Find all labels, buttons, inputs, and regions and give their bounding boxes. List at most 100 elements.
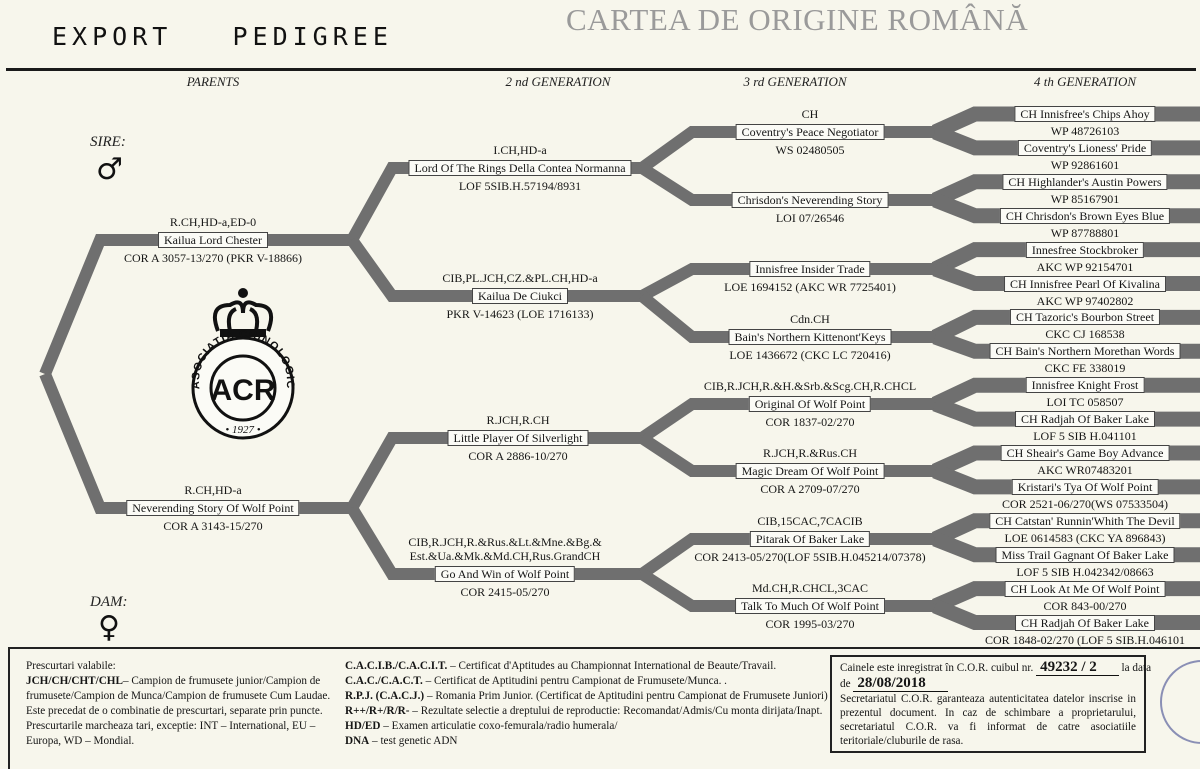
gen4-registration: AKC WR07483201 [1037, 463, 1133, 477]
gen3-name: Talk To Much Of Wolf Point [735, 598, 885, 614]
legend-definition: Prescurtarile marcheaza tari, exceptie: … [26, 720, 316, 732]
gen3-titles: R.JCH,R.&Rus.CH [762, 446, 858, 460]
legend-term: DNA [345, 735, 370, 747]
gen2-registration: LOF 5SIB.H.57194/8931 [458, 179, 582, 193]
gen4-registration: LOI TC 058507 [1046, 395, 1124, 410]
gen3-registration: COR 1837-02/270 [765, 415, 855, 429]
gen3-name: Coventry's Peace Negotiator [735, 124, 885, 140]
legend-line: HD/ED – Examen articulatie coxo-femurala… [345, 719, 617, 734]
legend-term: R++/R+/R/R- [345, 705, 410, 717]
male-symbol-icon: ♂ [96, 152, 123, 187]
gen4-name: CH Radjah Of Baker Lake [1015, 614, 1155, 631]
gen4-name: CH Sheair's Game Boy Advance [1000, 445, 1170, 461]
gen4-registration: AKC WP 97402802 [1036, 293, 1134, 308]
legend-definition: – Certificat d'Aptitudes au Championnat … [447, 660, 777, 672]
legend-line: Europa, WD – Mondial. [26, 734, 134, 749]
gen2-name: Little Player Of Silverlight [447, 430, 589, 446]
gen4-name: Innesfree Stockbroker [1025, 241, 1145, 258]
legend-definition: frumusete/Campion de Munca/Campion de fr… [26, 690, 331, 702]
abbrev-title: Prescurtari valabile: [26, 660, 116, 672]
gen3-registration: LOE 1436672 (CKC LC 720416) [729, 348, 891, 362]
gen4-name: Innisfree Knight Frost [1025, 377, 1145, 394]
gen2-name: Kailua De Ciukci [472, 288, 568, 304]
legend-line: DNA – test genetic ADN [345, 734, 458, 749]
legend-line: C.A.C./C.A.C.T. – Certificat de Aptitudi… [345, 674, 727, 689]
legend-definition: Europa, WD – Mondial. [26, 735, 135, 747]
gen4-name: CH Tazoric's Bourbon Street [1009, 309, 1161, 326]
gen3-registration: COR 1995-03/270 [765, 617, 855, 631]
parent-name: Neverending Story Of Wolf Point [126, 500, 300, 516]
gen3-registration: COR A 2709-07/270 [760, 482, 860, 496]
legend-definition: – Certificat de Aptitudini pentru Campio… [422, 675, 727, 687]
gen2-titles: I.CH,HD-a [493, 143, 547, 157]
legend-term: JCH/CH/CHT/CHL [26, 675, 123, 687]
sire-label: SIRE: [90, 134, 126, 150]
parent-registration: COR A 3057-13/270 (PKR V-18866) [123, 251, 303, 265]
gen4-name: Miss Trail Gagnant Of Baker Lake [995, 546, 1175, 563]
legend-line: R.P.J. (C.A.C.J.) – Romania Prim Junior.… [345, 689, 828, 704]
gen3-registration: COR 2413-05/270(LOF 5SIB.H.045214/07378) [694, 550, 926, 564]
gen2-titles: CIB,PL.JCH,CZ.&PL.CH,HD-a [442, 271, 598, 285]
legend-line: Este precedat de o combinatie de prescur… [26, 704, 323, 719]
gen3-titles: CH [801, 107, 819, 121]
legend-term: C.A.C./C.A.C.T. [345, 675, 423, 687]
gen4-registration: COR 843-00/270 [1043, 598, 1127, 613]
logo-year: • 1927 • [225, 424, 260, 436]
legend-term: C.A.C.I.B./C.A.C.I.T. [345, 660, 448, 672]
gen2-name: Go And Win of Wolf Point [434, 566, 576, 582]
legend-line: JCH/CH/CHT/CHL– Campion de frumusete jun… [26, 674, 320, 689]
gen4-registration: WP 87788801 [1050, 225, 1120, 240]
gen2-registration: COR A 2886-10/270 [468, 449, 568, 463]
legend-definition: – Campion de frumusete junior/Campion de [122, 675, 321, 687]
gen4-name: CH Innisfree Pearl Of Kivalina [1004, 275, 1166, 292]
gen4-name: CH Catstan' Runnin'Whith The Devil [989, 512, 1181, 529]
dam-label: DAM: [90, 594, 128, 610]
gen4-name: CH Highlander's Austin Powers [1002, 173, 1168, 190]
gen4-registration: LOE 0614583 (CKC YA 896843) [1004, 530, 1166, 545]
legend-term: R.P.J. (C.A.C.J.) [345, 690, 425, 702]
gen4-name: CH Look At Me Of Wolf Point [1004, 580, 1166, 597]
legend-definition: – Examen articulatie coxo-femurala/radio… [380, 720, 618, 732]
legend-definition: – Rezultate selectie a dreptului de repr… [409, 705, 823, 717]
gen3-name: Innisfree Insider Trade [749, 261, 871, 277]
gen4-name: CH Innisfree's Chips Ahoy [1014, 106, 1156, 122]
gen4-name: CH Chrisdon's Brown Eyes Blue [999, 207, 1171, 224]
gen3-titles: CIB,R.JCH,R.&H.&Srb.&Scg.CH,R.CHCL [703, 379, 917, 393]
legend-term: HD/ED [345, 720, 381, 732]
header-divider [6, 68, 1196, 71]
gen2-titles: R.JCH,R.CH [486, 413, 550, 427]
document-title: EXPORT PEDIGREE [52, 22, 393, 51]
gen3-name: Magic Dream Of Wolf Point [735, 463, 885, 479]
gen3-titles: Md.CH,R.CHCL,3CAC [751, 581, 869, 595]
gen4-registration: WP 48726103 [1050, 124, 1120, 138]
gen2-registration: PKR V-14623 (LOE 1716133) [446, 307, 594, 321]
gen4-name: CH Bain's Northern Morethan Words [989, 343, 1181, 360]
legend-line: C.A.C.I.B./C.A.C.I.T. – Certificat d'Apt… [345, 659, 776, 674]
parent-titles: R.CH,HD-a,ED-0 [169, 215, 257, 229]
footer-legend: Prescurtari valabile: JCH/CH/CHT/CHL– Ca… [8, 647, 1200, 769]
reg-guarantee-text: Secretariatul C.O.R. garanteaza autentic… [840, 693, 1136, 747]
gen3-name: Chrisdon's Neverending Story [731, 192, 889, 208]
logo-monogram: ACR [211, 374, 276, 407]
column-header-2nd-generation: 2 nd GENERATION [505, 74, 611, 89]
legend-definition: – Romania Prim Junior. (Certificat de Ap… [424, 690, 828, 702]
legend-line: frumusete/Campion de Munca/Campion de fr… [26, 689, 330, 704]
gen2-name: Lord Of The Rings Della Contea Normanna [408, 160, 632, 176]
column-header-parents: PARENTS [186, 74, 240, 89]
gen4-registration: CKC FE 338019 [1044, 361, 1126, 376]
gen3-registration: WS 02480505 [775, 143, 845, 157]
parent-name: Kailua Lord Chester [158, 232, 268, 248]
parent-band [39, 234, 352, 377]
column-header-3rd-generation: 3 rd GENERATION [743, 74, 847, 89]
column-header-4th-generation: 4 th GENERATION [1033, 74, 1137, 89]
litter-number: 49232 / 2 [1036, 659, 1119, 676]
reg-text-2: la data [1121, 662, 1152, 674]
gen3-name: Pitarak Of Baker Lake [749, 531, 871, 547]
gen4-registration: LOF 5 SIB H.042342/08663 [1016, 564, 1154, 579]
reg-text-3: de [840, 678, 851, 690]
gen3-registration: LOE 1694152 (AKC WR 7725401) [724, 280, 896, 294]
gen2-titles: CIB,R.JCH,R.&Rus.&Lt.&Mne.&Bg.& Est.&Ua.… [408, 535, 602, 563]
legend-line: Prescurtarile marcheaza tari, exceptie: … [26, 719, 315, 734]
gen3-name: Bain's Northern Kittenont'Keys [728, 329, 892, 345]
